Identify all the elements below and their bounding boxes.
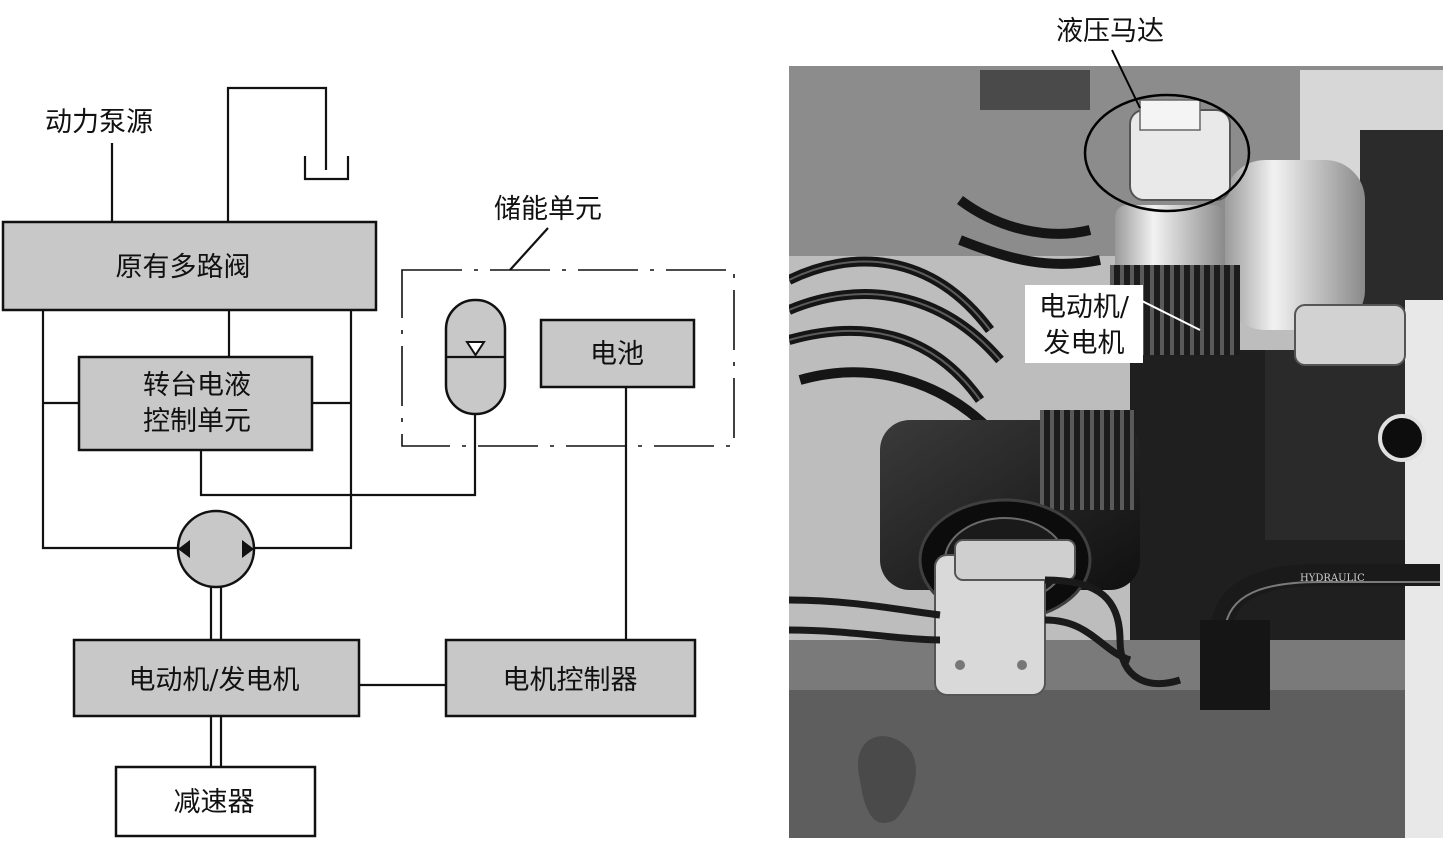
reducer-box: [114, 765, 317, 838]
energy-storage-label: 储能单元: [494, 194, 602, 225]
battery-label: 电池: [590, 339, 644, 370]
photo-hose-highlights: [789, 260, 1001, 401]
accumulator-triangle-icon: [465, 341, 486, 357]
photo-motor-label-patch: [1025, 285, 1143, 363]
battery-box: [539, 318, 696, 389]
photo-top-panel: [980, 70, 1090, 110]
photo-hydraulic-motor-top: [1139, 99, 1201, 131]
right-main-line: [255, 310, 353, 550]
unit-to-accumulator-line: [199, 414, 477, 497]
motor-generator-box: [72, 638, 361, 718]
left-main-line: [41, 310, 177, 550]
power-source-label: 动力泵源: [45, 107, 153, 138]
tank-return-pipe: [226, 86, 328, 222]
photo-glove: [858, 736, 916, 824]
photo-motor-generator-label-line2: 发电机: [1044, 328, 1125, 359]
photo-motor-label-leader: [1139, 299, 1201, 331]
photo-fitting-hoses: [789, 576, 1182, 688]
multi-valve-label: 原有多路阀: [116, 252, 251, 283]
turntable-control-unit-box: [77, 355, 314, 452]
photo-pump-bolt-1: [955, 660, 965, 670]
tank-symbol: [303, 156, 350, 181]
turntable-unit-label-line1: 转台电液: [143, 370, 251, 401]
photo-hydraulic-motor-label: 液压马达: [1056, 16, 1164, 47]
motor-controller-label: 电机控制器: [503, 665, 638, 696]
motor-generator-label: 电动机/发电机: [128, 665, 299, 696]
energy-storage-leader: [509, 227, 549, 271]
motor-right-arrow: [242, 540, 254, 558]
photo-hydraulic-motor-leader: [1111, 49, 1141, 109]
photo-motor-fins: [1040, 410, 1135, 510]
reducer-label: 减速器: [174, 787, 255, 818]
photo-reservoir-right: [1225, 160, 1365, 330]
turntable-unit-label-line2: 控制单元: [143, 406, 251, 437]
photo-valve-block: [1200, 620, 1270, 710]
photo-hydraulic-motor-highlight: [1083, 93, 1251, 213]
photo-right-cabinet: [1360, 130, 1443, 320]
photo-filter-cap: [1294, 304, 1406, 366]
photo-pump-bolt-2: [1017, 660, 1027, 670]
motor-controller-box: [444, 638, 697, 718]
installation-photo: HYDRAULIC 液压马达 电动机/ 发电机: [789, 16, 1443, 838]
photo-pump-head: [954, 539, 1076, 581]
multi-valve-box: [1, 220, 378, 312]
energy-storage-frame: [401, 269, 735, 447]
photo-oil-port: [1378, 414, 1426, 462]
photo-hydraulic-hose-shine: [1224, 581, 1440, 631]
photo-motor-generator-label-line1: 电动机/: [1039, 292, 1130, 323]
motor-left-arrow: [178, 540, 190, 558]
photo-hose-marking: HYDRAULIC: [1300, 573, 1365, 584]
hydraulic-schematic: 动力泵源 原有多路阀 转台电液 控制单元 储能单元: [1, 86, 735, 838]
